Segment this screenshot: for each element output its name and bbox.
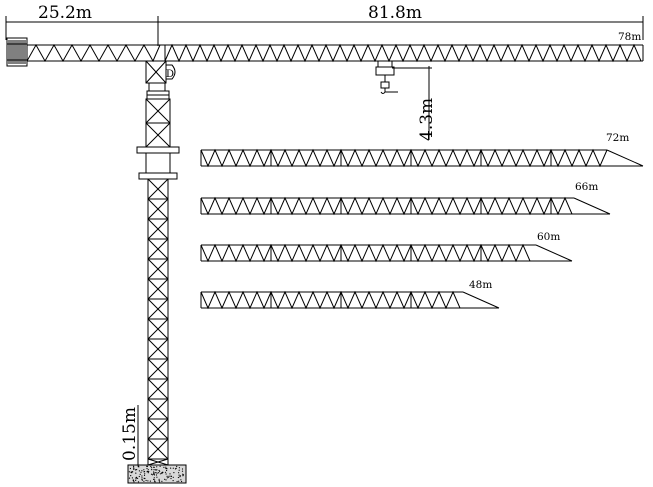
jib-length-72-label: 72m — [606, 132, 629, 144]
foundation-base — [127, 464, 187, 484]
cab-marker-label: D — [166, 69, 174, 80]
trolley-hook — [375, 60, 398, 94]
main-jib-length-label: 81.8m — [368, 3, 422, 23]
top-dimension-line — [5, 16, 644, 46]
jib-72m-section — [200, 148, 644, 168]
jib-60m-section — [200, 243, 573, 263]
operator-cab — [165, 64, 176, 80]
jib-48m-section — [200, 290, 500, 310]
jib-length-66-label: 66m — [575, 181, 598, 193]
jib-66m-section — [200, 196, 611, 216]
counterweight — [6, 37, 28, 67]
main-jib — [158, 43, 644, 63]
tower-mast — [136, 98, 180, 466]
jib-length-60-label: 60m — [537, 231, 560, 243]
base-height-label: 0.15m — [120, 407, 140, 461]
base-height-dimension — [134, 405, 142, 466]
jib-length-78-label: 78m — [618, 31, 641, 43]
alternative-jibs — [200, 148, 644, 310]
jib-length-48-label: 48m — [469, 279, 492, 291]
counter-jib-length-label: 25.2m — [38, 3, 92, 23]
hook-drop-dimension — [392, 66, 432, 140]
hook-drop-label: 4.3m — [417, 98, 437, 141]
counter-jib — [26, 43, 165, 63]
